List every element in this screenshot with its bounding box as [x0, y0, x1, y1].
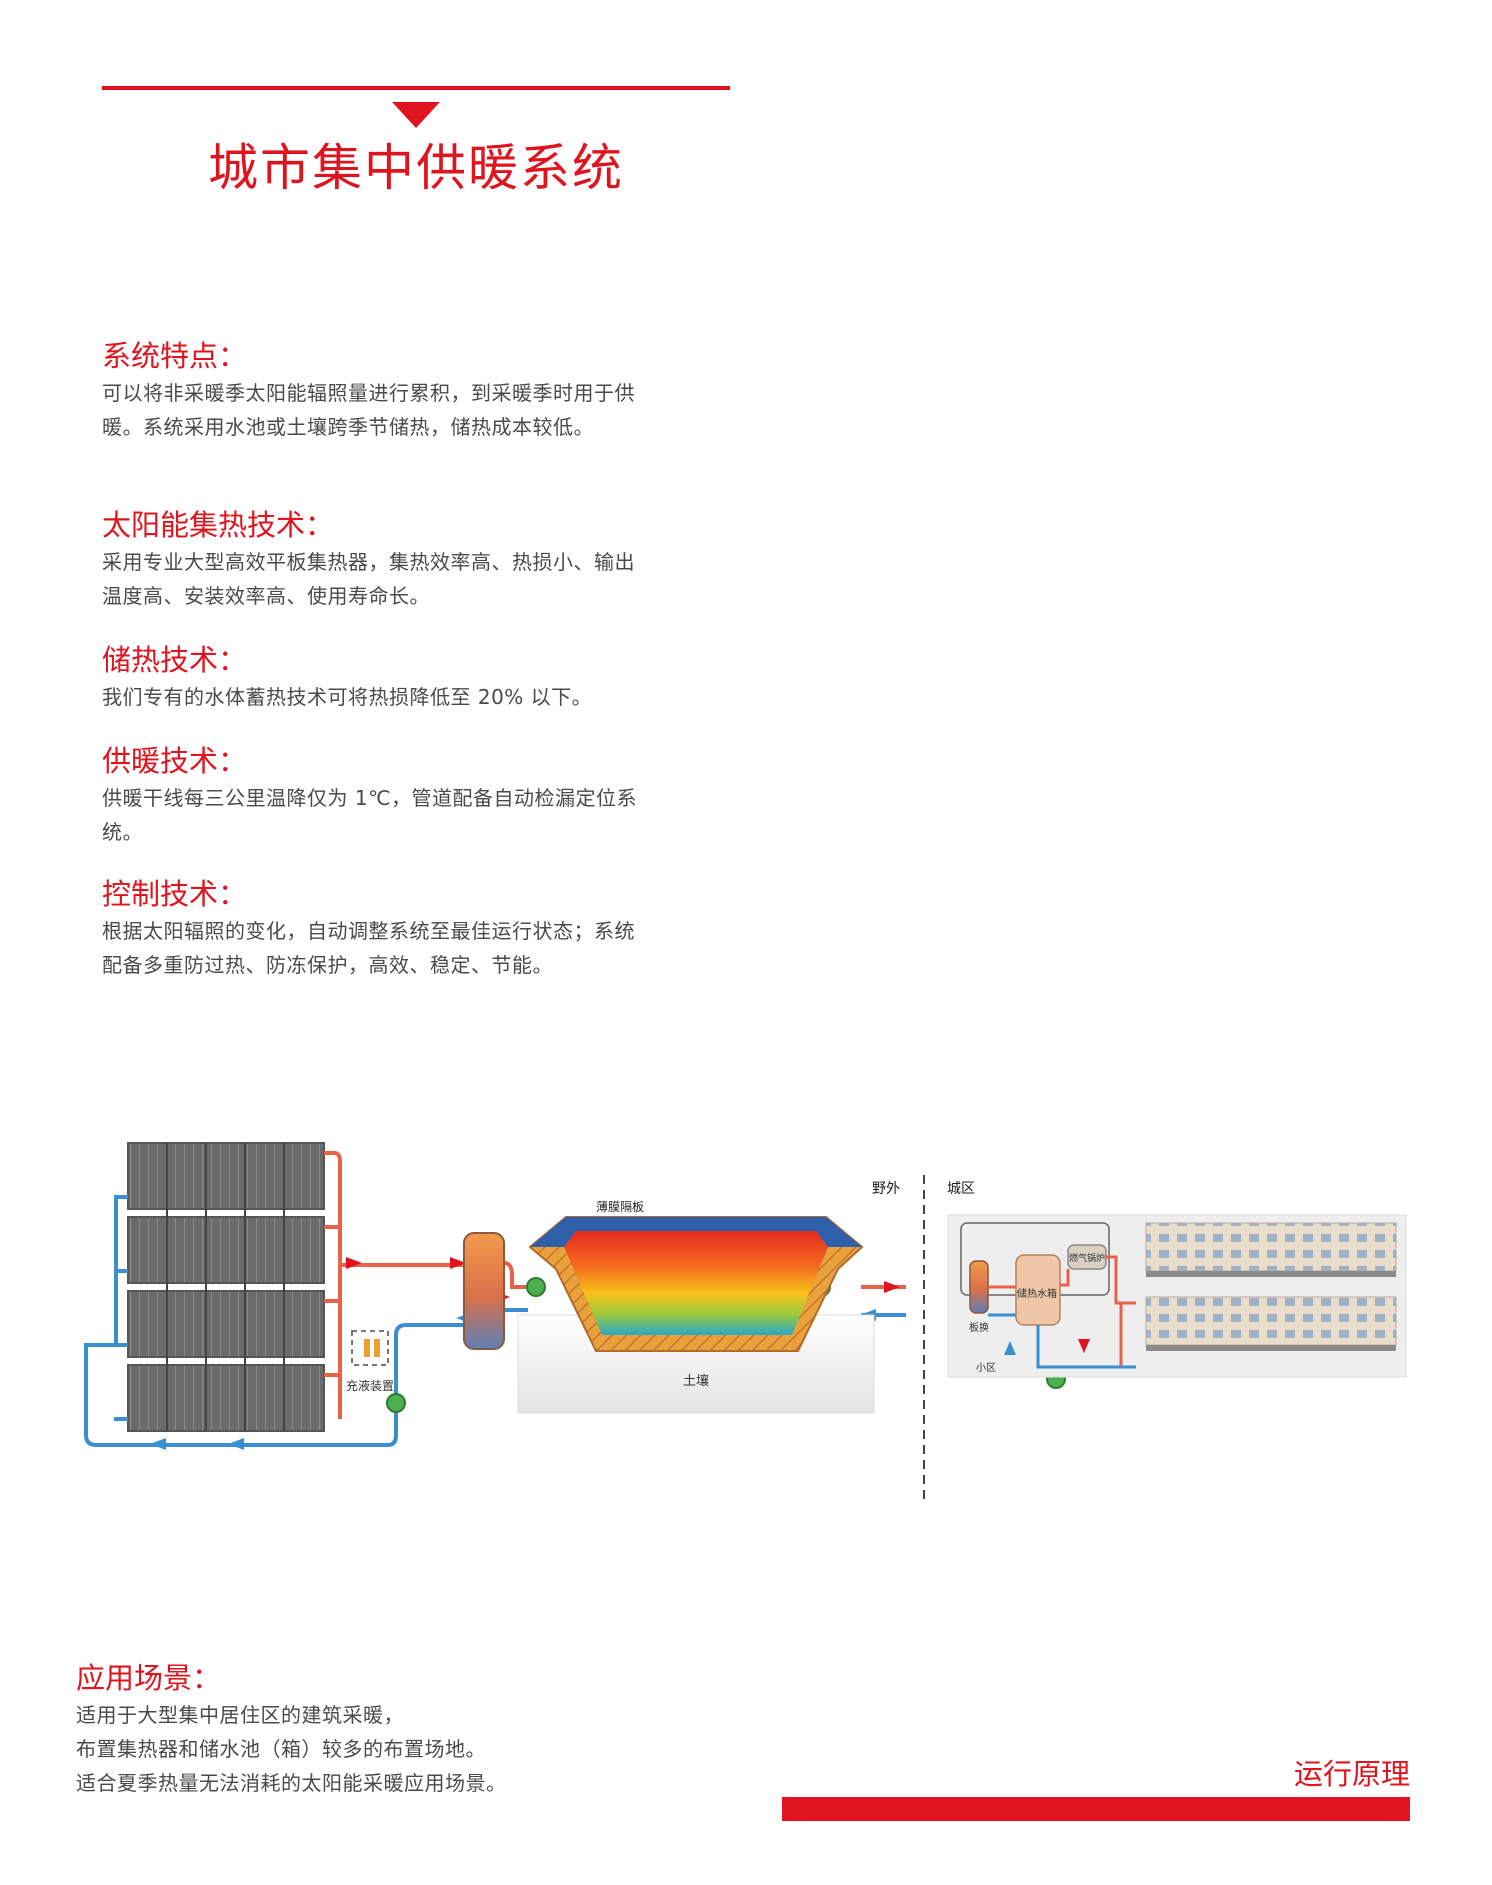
application-scene: 应用场景： 适用于大型集中居住区的建筑采暖， 布置集热器和储水池（箱）较多的布置…	[76, 1658, 776, 1800]
storage-tank-label: 储热水箱	[1017, 1287, 1057, 1300]
section-control: 控制技术： 根据太阳辐照的变化，自动调整系统至最佳运行状态；系统 配备多重防过热…	[102, 874, 742, 982]
section-line: 供暖干线每三公里温降仅为 1℃，管道配备自动检漏定位系	[102, 786, 638, 810]
section-line: 温度高、安装效率高、使用寿命长。	[102, 584, 430, 608]
collector-array	[127, 1142, 325, 1432]
section-heading: 应用场景：	[76, 1661, 222, 1695]
field-label: 野外	[872, 1181, 900, 1197]
section-line: 暖。系统采用水池或土壤跨季节储热，储热成本较低。	[102, 415, 594, 439]
section-line: 采用专业大型高效平板集热器，集热效率高、热损小、输出	[102, 550, 635, 574]
section-line: 统。	[102, 820, 143, 844]
scene-line: 适用于大型集中居住区的建筑采暖，	[76, 1703, 404, 1727]
soil-label: 土壤	[683, 1373, 709, 1389]
section-line: 配备多重防过热、防冻保护，高效、稳定、节能。	[102, 953, 553, 977]
section-line: 我们专有的水体蓄热技术可将热损降低至 20% 以下。	[102, 685, 593, 709]
scene-line: 布置集热器和储水池（箱）较多的布置场地。	[76, 1737, 486, 1761]
section-line: 可以将非采暖季太阳能辐照量进行累积，到采暖季时用于供	[102, 381, 635, 405]
section-heating: 供暖技术： 供暖干线每三公里温降仅为 1℃，管道配备自动检漏定位系 统。	[102, 741, 742, 849]
filling-device	[351, 1330, 389, 1366]
scene-line: 适合夏季热量无法消耗的太阳能采暖应用场景。	[76, 1771, 507, 1795]
footer-label: 运行原理	[1293, 1757, 1410, 1791]
system-diagram: 充液装置 土壤 薄膜隔板 野外 城区 储热水箱 燃气锅炉 板换 小区	[76, 1135, 1416, 1510]
title-marker-triangle	[392, 102, 440, 128]
footer-bar	[782, 1797, 1410, 1821]
section-line: 根据太阳辐照的变化，自动调整系统至最佳运行状态；系统	[102, 919, 635, 943]
page-title: 城市集中供暖系统	[208, 139, 624, 197]
section-heat-storage: 储热技术： 我们专有的水体蓄热技术可将热损降低至 20% 以下。	[102, 640, 742, 714]
section-heading: 太阳能集热技术：	[102, 508, 335, 542]
section-features: 系统特点： 可以将非采暖季太阳能辐照量进行累积，到采暖季时用于供 暖。系统采用水…	[102, 336, 742, 444]
top-rule	[102, 86, 730, 90]
section-solar-collection: 太阳能集热技术： 采用专业大型高效平板集热器，集热效率高、热损小、输出 温度高、…	[102, 505, 742, 613]
filling-device-label: 充液装置	[346, 1378, 394, 1393]
gas-boiler-label: 燃气锅炉	[1069, 1252, 1105, 1264]
apartment-buildings	[1145, 1222, 1397, 1351]
section-heading: 供暖技术：	[102, 744, 248, 778]
plate-exchanger-label: 板换	[969, 1321, 989, 1334]
city-label: 城区	[947, 1181, 975, 1197]
section-heading: 储热技术：	[102, 643, 248, 677]
section-heading: 控制技术：	[102, 877, 248, 911]
section-heading: 系统特点：	[102, 339, 248, 373]
membrane-label: 薄膜隔板	[596, 1199, 644, 1214]
community-label: 小区	[976, 1362, 996, 1374]
